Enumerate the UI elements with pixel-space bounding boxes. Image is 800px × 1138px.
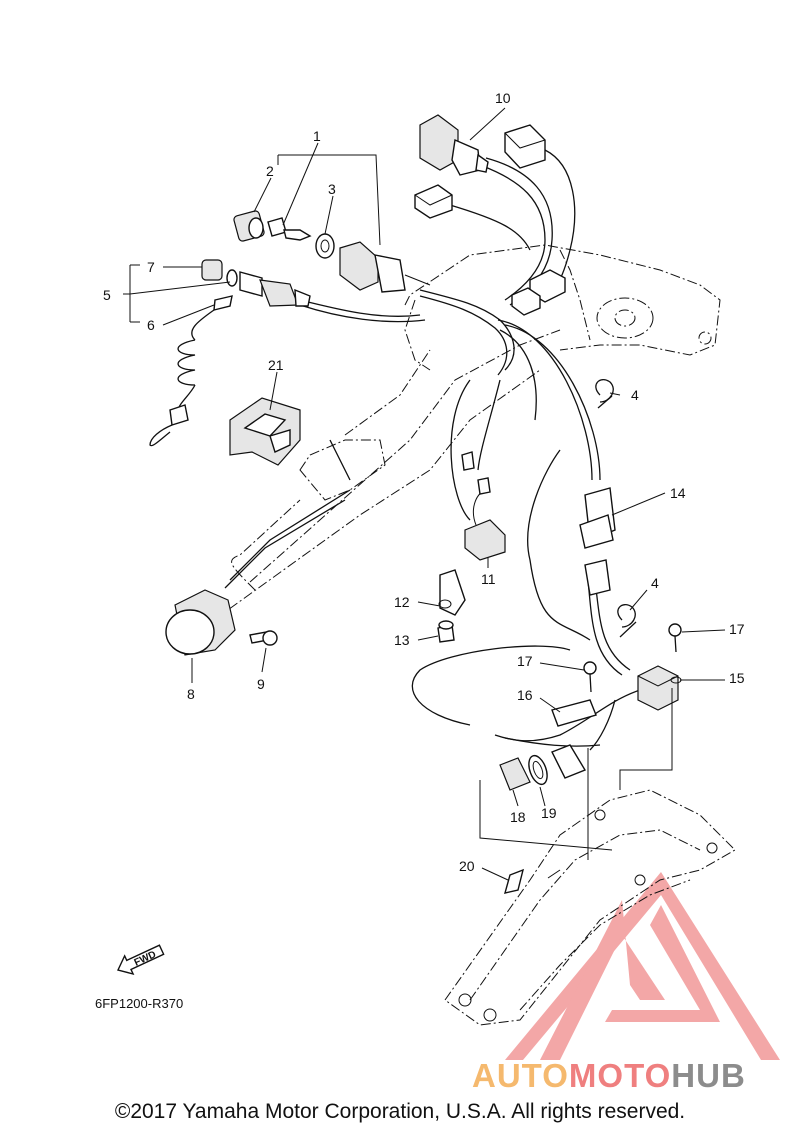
callout-17-left: 17 [517, 653, 533, 669]
bottom-bracket-outline [444, 789, 736, 1026]
watermark-auto: AUTO [472, 1057, 569, 1094]
forward-arrow-icon: FWD [117, 944, 165, 976]
callout-13: 13 [394, 632, 410, 648]
engine-stop-switch-part-10 [419, 114, 489, 176]
throttle-grip-part-21 [229, 397, 301, 466]
automotohub-watermark-text: AUTOMOTOHUB [472, 1057, 746, 1094]
wire-clamp-part-4-lower [617, 604, 637, 638]
screw-part-17-left [583, 661, 597, 693]
grip-cap-part-8 [165, 589, 236, 656]
callout-14: 14 [670, 485, 686, 501]
screw-part-9 [249, 630, 278, 646]
sensor-part-11 [461, 451, 506, 561]
wire-clamp-part-4-top [595, 379, 614, 409]
clip-part-16 [551, 699, 597, 727]
callout-15: 15 [729, 670, 745, 686]
fwd-label: FWD [133, 949, 158, 969]
callout-6: 6 [147, 317, 155, 333]
callout-10: 10 [495, 90, 511, 106]
copyright-notice: ©2017 Yamaha Motor Corporation, U.S.A. A… [114, 1100, 686, 1123]
callout-4-lower: 4 [651, 575, 659, 591]
callout-5: 5 [103, 287, 111, 303]
callout-3: 3 [328, 181, 336, 197]
screw-part-17-right [668, 623, 682, 653]
connector-part-14 [579, 487, 616, 596]
callout-16: 16 [517, 687, 533, 703]
grommet-part-19 [528, 754, 548, 786]
connector-harness-center [511, 269, 566, 316]
main-switch-cap-part-2 [233, 210, 265, 242]
callout-20: 20 [459, 858, 475, 874]
main-switch-body [339, 241, 431, 293]
callout-19: 19 [541, 805, 557, 821]
lanyard-clip-part-6 [149, 295, 233, 447]
callout-21: 21 [268, 357, 284, 373]
stop-switch-cap-part-7 [201, 259, 223, 281]
connector-top-right [504, 124, 546, 169]
connector-top-middle [414, 184, 453, 219]
diagram-code: 6FP1200-R370 [95, 996, 183, 1011]
caution-label-part-20 [504, 868, 525, 894]
electrical-unit-part-15 [637, 665, 682, 711]
tiller-handle-outline [199, 244, 721, 631]
grommet-assembly [551, 744, 587, 779]
main-switch-washer-part-3 [315, 233, 335, 259]
callout-7: 7 [147, 259, 155, 275]
callout-numbers: 1 2 3 4 4 5 6 7 8 9 10 11 12 13 14 15 16… [103, 90, 745, 874]
automotohub-watermark-logo [505, 872, 780, 1060]
watermark-moto: MOTO [569, 1057, 671, 1094]
main-switch-key-part-1 [267, 217, 312, 241]
callout-1: 1 [313, 128, 321, 144]
bolt-part-13 [437, 620, 455, 643]
callout-9: 9 [257, 676, 265, 692]
callout-17-right: 17 [729, 621, 745, 637]
grommet-part-18 [499, 757, 531, 791]
watermark-hub: HUB [671, 1057, 746, 1094]
callout-8: 8 [187, 686, 195, 702]
stop-switch-assembly-part-5 [226, 269, 311, 307]
wiring-harness [224, 149, 641, 751]
callout-11: 11 [481, 571, 496, 587]
callout-12: 12 [394, 594, 410, 610]
svg-text:AUTOMOTOHUB: AUTOMOTOHUB [472, 1057, 746, 1094]
leader-lines [123, 107, 726, 881]
bracket-part-12 [438, 569, 466, 616]
callout-2: 2 [266, 163, 274, 179]
callout-18: 18 [510, 809, 526, 825]
callout-4-top: 4 [631, 387, 639, 403]
